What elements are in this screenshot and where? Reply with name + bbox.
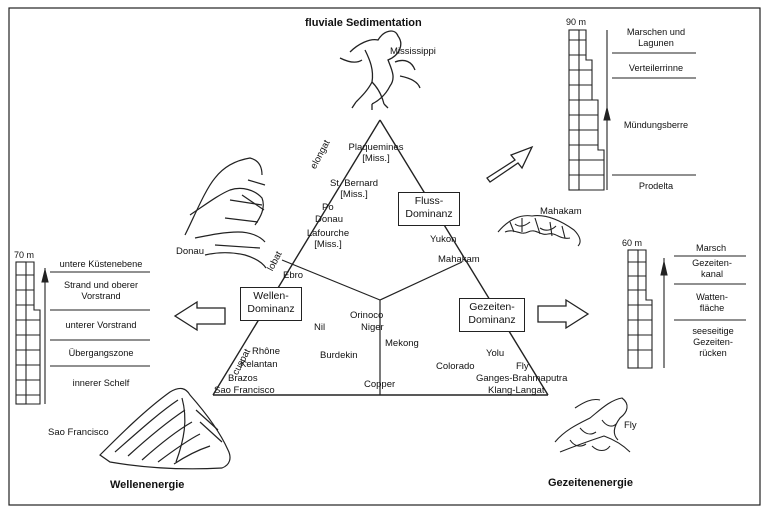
sao-francisco-sketch [99, 387, 231, 470]
delta-fly: Fly [516, 361, 529, 372]
box-gezeiten-line2: Dominanz [468, 314, 516, 326]
delta-lafourche-note: [Miss.] [314, 239, 342, 250]
title-gezeitenenergie: Gezeitenenergie [548, 477, 633, 489]
delta-brazos: Brazos [228, 373, 258, 384]
arrow-to-gezeiten-column [537, 298, 590, 330]
delta-klang-langat: Klang-Langat [488, 385, 545, 396]
arrow-to-wellen-column [173, 300, 226, 332]
gezeiten-unit-2: Gezeiten-kanal [692, 258, 732, 279]
delta-orinoco: Orinoco [350, 310, 384, 321]
sketch-label-fly: Fly [624, 420, 637, 431]
box-wellen-dominanz: Wellen- Dominanz [240, 287, 302, 321]
delta-colorado: Colorado [436, 361, 475, 372]
delta-sao-francisco: Sao Francisco [214, 385, 275, 396]
delta-plaquemines-note: [Miss.] [362, 153, 390, 164]
delta-donau: Donau [315, 214, 343, 225]
delta-lafourche-name: Lafourche [306, 228, 350, 239]
delta-st-bernard-note: [Miss.] [340, 189, 368, 200]
arrow-to-fluss-column [486, 145, 534, 183]
donau-sketch [184, 157, 267, 269]
fly-sketch [554, 397, 631, 453]
wellen-unit-3: unterer Vorstrand [65, 320, 137, 330]
divider-center-right [379, 261, 463, 301]
wellen-unit-4: Übergangszone [68, 348, 134, 358]
box-fluss-line1: Fluss- [414, 195, 444, 207]
wellen-unit-separators [50, 271, 150, 367]
delta-lafourche: Lafourche [Miss.] [296, 228, 360, 250]
box-gezeiten-line1: Gezeiten- [469, 301, 515, 313]
fluss-unit-separators [612, 52, 696, 176]
box-gezeiten-dominanz: Gezeiten- Dominanz [459, 298, 525, 332]
gezeiten-unit-1: Marsch [695, 243, 727, 253]
fluss-unit-3: Mündungsberre [623, 120, 689, 130]
delta-kelantan: Kelantan [240, 359, 278, 370]
wellen-unit-1: untere Küstenebene [59, 259, 143, 269]
fluss-unit-2: Verteilerrinne [628, 63, 684, 73]
delta-plaquemines-name: Plaquemines [348, 142, 404, 153]
delta-st-bernard-name: St. Bernard [329, 178, 379, 189]
mississippi-sketch [339, 30, 421, 110]
gezeiten-unit-4: seeseitige Gezeiten-rücken [692, 326, 734, 358]
triangle-left-edge [212, 119, 381, 396]
fluss-unit-4: Prodelta [638, 181, 674, 191]
gezeiten-unit-3: Watten-fläche [696, 292, 728, 313]
delta-ganges-brahmaputra: Ganges-Brahmaputra [476, 373, 568, 384]
delta-nil: Nil [314, 322, 326, 333]
delta-mahakam: Mahakam [438, 254, 480, 265]
fluss-unit-1: Marschen und Lagunen [626, 27, 686, 48]
delta-rhone: Rhône [252, 346, 280, 357]
gezeiten-column-scale: 60 m [622, 238, 643, 248]
sketch-label-mississippi: Mississippi [390, 46, 436, 57]
delta-yukon: Yukon [430, 234, 457, 245]
delta-yolu: Yolu [486, 348, 505, 359]
triangle-right-edge [379, 119, 549, 396]
box-fluss-line2: Dominanz [405, 208, 453, 220]
delta-burdekin: Burdekin [320, 350, 358, 361]
fluss-column-scale: 90 m [566, 17, 587, 27]
sketch-label-donau: Donau [176, 246, 204, 257]
delta-ebro: Ebro [283, 270, 304, 281]
delta-plaquemines: Plaquemines [Miss.] [344, 142, 408, 164]
box-wellen-line1: Wellen- [253, 290, 289, 302]
delta-st-bernard: St. Bernard [Miss.] [322, 178, 386, 200]
outer-frame [8, 7, 761, 506]
box-wellen-line2: Dominanz [247, 303, 295, 315]
delta-mekong: Mekong [385, 338, 419, 349]
wellen-column-graphic [15, 261, 49, 405]
wellen-unit-5: innerer Schelf [72, 378, 130, 388]
mahakam-sketch [497, 215, 581, 247]
fluss-column-graphic [568, 29, 611, 191]
sketch-label-mahakam: Mahakam [540, 206, 582, 217]
wellen-column-scale: 70 m [14, 250, 35, 260]
delta-niger: Niger [361, 322, 384, 333]
delta-po: Po [322, 202, 334, 213]
gezeiten-unit-separators [674, 255, 746, 321]
delta-copper: Copper [364, 379, 396, 390]
title-fluviale-sedimentation: fluviale Sedimentation [305, 17, 422, 29]
gezeiten-column-graphic [627, 249, 668, 369]
title-wellenenergie: Wellenenergie [110, 479, 185, 491]
sketch-label-sao-francisco: Sao Francisco [48, 427, 109, 438]
divider-center-left [281, 259, 381, 301]
wellen-unit-2: Strand und oberer Vorstrand [63, 280, 139, 301]
box-fluss-dominanz: Fluss- Dominanz [398, 192, 460, 226]
